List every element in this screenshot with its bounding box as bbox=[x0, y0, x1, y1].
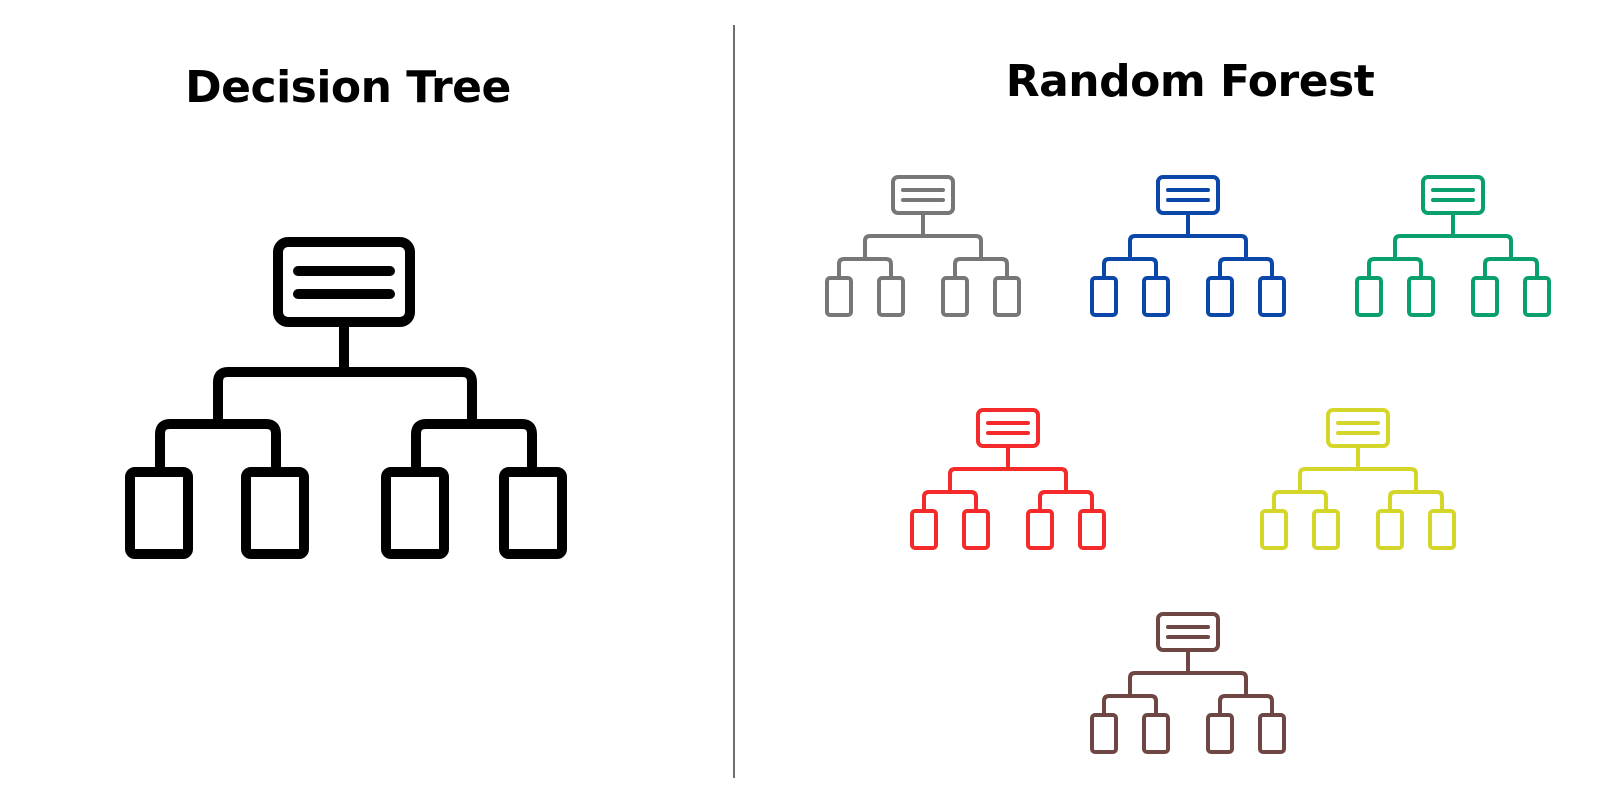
leaf-node bbox=[1407, 276, 1435, 317]
leaf-node bbox=[125, 467, 193, 559]
leaf-node bbox=[1471, 276, 1499, 317]
leaf-node bbox=[1142, 276, 1170, 317]
leaf-node bbox=[941, 276, 969, 317]
leaf-node bbox=[993, 276, 1021, 317]
panel-divider bbox=[733, 25, 735, 778]
leaf-node bbox=[1026, 509, 1054, 550]
root-node bbox=[1421, 175, 1485, 215]
leaf-node bbox=[1142, 713, 1170, 754]
leaf-node bbox=[1090, 713, 1118, 754]
root-node bbox=[976, 408, 1040, 448]
forest-tree-icon-brown bbox=[1090, 612, 1286, 754]
forest-tree-icon-gray bbox=[825, 175, 1021, 317]
leaf-node bbox=[381, 467, 449, 559]
branch-connector bbox=[1272, 446, 1444, 511]
root-node bbox=[273, 237, 415, 327]
decision-tree-title: Decision Tree bbox=[185, 62, 511, 113]
leaf-node bbox=[1523, 276, 1551, 317]
leaf-node bbox=[825, 276, 853, 317]
leaf-node bbox=[1206, 713, 1234, 754]
leaf-node bbox=[1260, 509, 1288, 550]
leaf-node bbox=[1312, 509, 1340, 550]
leaf-node bbox=[1376, 509, 1404, 550]
forest-tree-icon-blue bbox=[1090, 175, 1286, 317]
branch-connector bbox=[922, 446, 1094, 511]
branch-connector bbox=[837, 213, 1009, 278]
branch-connector bbox=[155, 322, 537, 472]
branch-connector bbox=[1367, 213, 1539, 278]
leaf-node bbox=[910, 509, 938, 550]
branch-connector bbox=[1102, 213, 1274, 278]
leaf-node bbox=[1078, 509, 1106, 550]
random-forest-title: Random Forest bbox=[1005, 56, 1375, 107]
root-node bbox=[1156, 175, 1220, 215]
leaf-node bbox=[877, 276, 905, 317]
decision-tree-icon bbox=[125, 237, 567, 559]
forest-tree-icon-yellow bbox=[1260, 408, 1456, 550]
forest-tree-icon-green bbox=[1355, 175, 1551, 317]
leaf-node bbox=[962, 509, 990, 550]
leaf-node bbox=[1258, 713, 1286, 754]
leaf-node bbox=[499, 467, 567, 559]
leaf-node bbox=[1428, 509, 1456, 550]
forest-tree-icon-red bbox=[910, 408, 1106, 550]
leaf-node bbox=[1206, 276, 1234, 317]
leaf-node bbox=[1258, 276, 1286, 317]
branch-connector bbox=[1102, 650, 1274, 715]
root-node bbox=[1326, 408, 1390, 448]
root-node bbox=[891, 175, 955, 215]
leaf-node bbox=[241, 467, 309, 559]
root-node bbox=[1156, 612, 1220, 652]
leaf-node bbox=[1090, 276, 1118, 317]
leaf-node bbox=[1355, 276, 1383, 317]
